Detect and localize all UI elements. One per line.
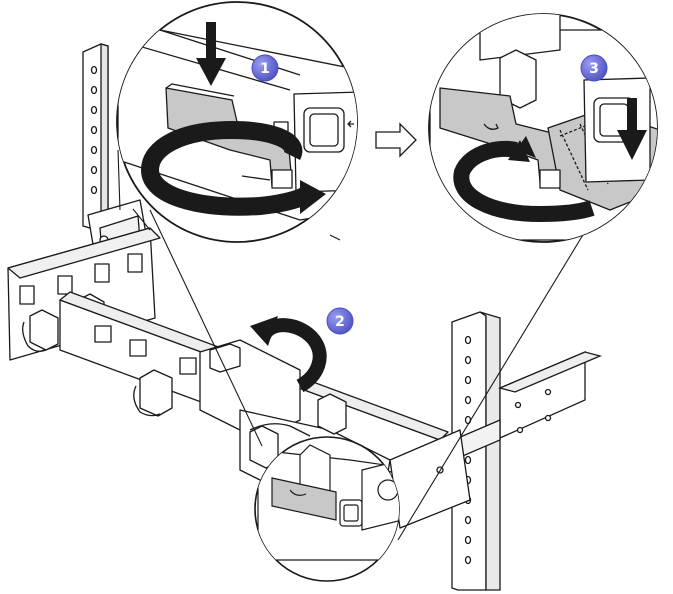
rotate-arrow-icon xyxy=(300,180,326,214)
down-arrow-icon xyxy=(196,22,226,86)
cable-management-arm xyxy=(7,199,471,529)
callout-3: 3 xyxy=(580,54,608,82)
callout-1: 1 xyxy=(251,54,279,82)
callout-3-label: 3 xyxy=(589,61,599,77)
down-arrow-icon-step3 xyxy=(617,98,647,160)
zoom-leader-lines xyxy=(117,149,596,541)
detail-circle-step1 xyxy=(116,1,358,243)
callout-1-label: 1 xyxy=(260,61,270,77)
right-outline-arrow-icon xyxy=(375,122,417,158)
rotate-arrow-icon-step2 xyxy=(250,316,327,393)
rotate-arrow-icon-step3 xyxy=(508,140,530,162)
detail-circle-step3 xyxy=(428,13,658,243)
callout-2: 2 xyxy=(326,307,354,335)
callout-2-label: 2 xyxy=(335,314,345,330)
detail-circle-small xyxy=(254,436,400,582)
left-rack-post xyxy=(82,43,109,229)
